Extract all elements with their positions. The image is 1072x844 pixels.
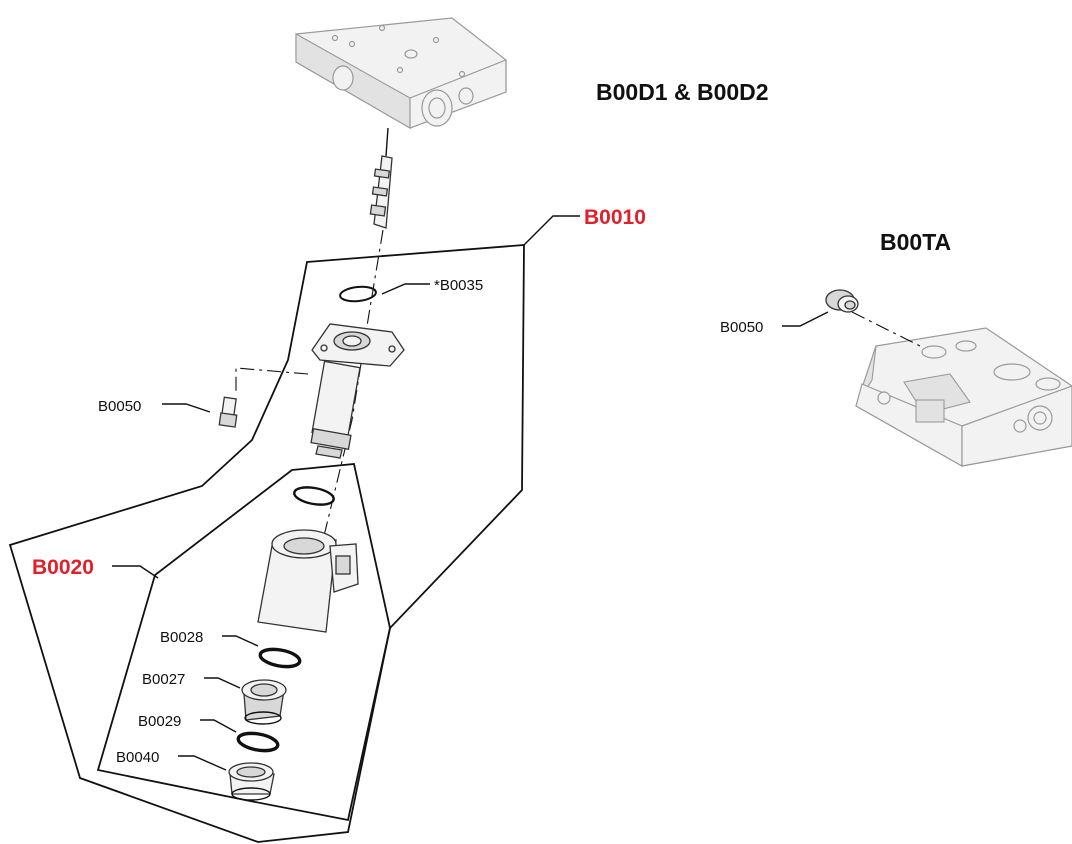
- coil-housing: [257, 529, 359, 633]
- assembly-boundary-b0020: [96, 463, 391, 822]
- cartridge-valve-stem: [369, 127, 393, 229]
- callout-leader-b0035: [381, 283, 430, 295]
- manifold-block-top: [295, 17, 507, 129]
- callout-leader-b0050-right: [782, 311, 829, 327]
- callout-b0035: *B0035: [434, 277, 483, 294]
- callout-leader-b0027: [204, 677, 241, 689]
- plug-b0050-right: [825, 289, 859, 313]
- oring-b0029: [236, 731, 280, 753]
- title-b00d1-b00d2: B00D1 & B00D2: [596, 79, 769, 105]
- assembly-leader-b0020: [112, 565, 159, 579]
- callout-leader-b0040: [178, 755, 227, 771]
- oring-b0028: [258, 647, 302, 669]
- manifold-block-b00ta: [855, 327, 1072, 468]
- oring-small: [293, 486, 335, 506]
- callout-b0027: B0027: [142, 671, 185, 688]
- title-b00ta: B00TA: [880, 229, 951, 255]
- oring-b0035: [339, 285, 377, 303]
- bolt-b0050-left: [218, 396, 238, 428]
- nut-b0027: [241, 679, 287, 725]
- assembly-axis: [311, 229, 384, 561]
- callout-leader-b0029: [200, 719, 237, 733]
- bolt-axis-left: [235, 367, 309, 392]
- plug-axis-right: [851, 311, 921, 347]
- assembly-leader-b0010: [523, 215, 580, 246]
- assembly-label-b0010: B0010: [584, 206, 646, 229]
- callout-b0028: B0028: [160, 629, 203, 646]
- assembly-label-b0020: B0020: [32, 556, 94, 579]
- callout-b0050-left: B0050: [98, 398, 141, 415]
- callout-leader-b0050-left: [162, 403, 211, 413]
- callout-b0050-right: B0050: [720, 319, 763, 336]
- callout-leader-b0028: [222, 635, 259, 647]
- cap-b0040: [228, 762, 275, 801]
- solenoid-tube: [310, 323, 405, 459]
- callout-b0040: B0040: [116, 749, 159, 766]
- callout-b0029: B0029: [138, 713, 181, 730]
- assembly-boundary-b0010: [8, 244, 525, 843]
